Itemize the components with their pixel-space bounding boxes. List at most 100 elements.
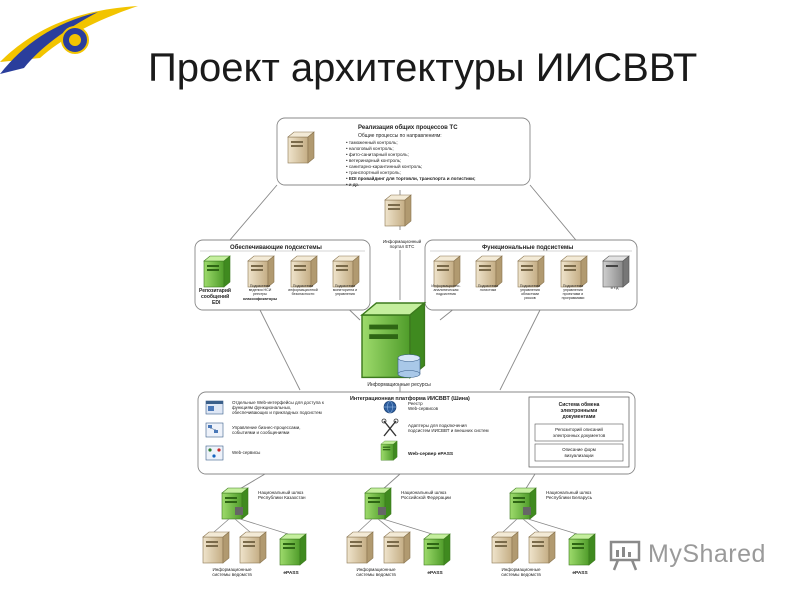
platform-left-item: функциям функциональных, bbox=[232, 405, 291, 410]
gateway-kazakhstan: Национальный шлюз Республики Казахстан И… bbox=[202, 487, 307, 577]
eurasian-union-logo bbox=[0, 6, 138, 74]
repo-label-line: сообщений bbox=[201, 293, 229, 300]
platform-mid-item: Реестр bbox=[408, 401, 423, 406]
gateway-label: Республики Казахстан bbox=[258, 495, 306, 500]
top-box-subheading: Общие процессы по направлениям: bbox=[358, 133, 442, 139]
top-box-item: • EDI провайдинг для торговли, транспорт… bbox=[346, 175, 476, 181]
gateway-systems-label: системы ведомств bbox=[212, 572, 252, 577]
supporting-subsystems-box: Обеспечивающие подсистемы Репозитарий со… bbox=[194, 239, 371, 311]
page-title: Проект архитектуры ИИСВВТ bbox=[148, 46, 698, 90]
exchange-box-label: электронных документов bbox=[553, 433, 606, 438]
right-server-label: областями bbox=[521, 292, 539, 296]
left-server-label: управления bbox=[335, 292, 355, 296]
left-server-label: мониторинга и bbox=[333, 288, 357, 292]
top-box-item: • таможенный контроль; bbox=[346, 139, 398, 145]
top-box-item: • санитарно-карантинный контроль; bbox=[346, 163, 422, 169]
gateway-label: Национальный шлюз bbox=[258, 489, 303, 495]
right-box-heading: Функциональные подсистемы bbox=[482, 245, 573, 251]
exchange-heading: электронными bbox=[561, 408, 598, 414]
exchange-heading: Система обмена bbox=[559, 401, 600, 408]
web-interfaces-icon bbox=[205, 400, 224, 415]
top-box-item: • налоговый контроль; bbox=[346, 145, 394, 151]
left-box-heading: Обеспечивающие подсистемы bbox=[230, 244, 322, 251]
document-exchange-box: Система обмена электронными документами … bbox=[528, 396, 630, 468]
left-server-label: безопасности bbox=[292, 292, 315, 296]
top-box-item: • фито-санитарный контроль; bbox=[346, 151, 409, 157]
gateway-systems-label: системы ведомств bbox=[501, 572, 541, 577]
gateway-systems-label: Информационные bbox=[356, 567, 396, 572]
right-server-label: рисков bbox=[524, 296, 535, 300]
exchange-box-label: визуализации bbox=[565, 453, 594, 458]
gateway-epass-label: ePASS bbox=[283, 570, 299, 576]
exchange-heading: документами bbox=[563, 414, 596, 420]
portal-label-line: Информационный bbox=[383, 238, 422, 244]
platform-mid-item: Адаптеры для подключения bbox=[408, 423, 467, 428]
gateway-systems-label: Информационные bbox=[212, 567, 252, 572]
gateway-label: Республики Беларусь bbox=[546, 495, 593, 500]
platform-left-item: обеспечивающих и прикладных подсистем bbox=[232, 410, 322, 415]
left-server-label: классификаторы bbox=[243, 296, 278, 301]
gateway-epass-label: ePASS bbox=[572, 570, 588, 576]
repo-label-line: Репозитарий bbox=[199, 287, 231, 294]
gateway-epass-label: ePASS bbox=[427, 570, 443, 576]
exchange-box-label: Репозиторий описаний bbox=[555, 426, 603, 432]
right-server-label: проектами и bbox=[563, 292, 584, 296]
platform-mid-item: подсистем ИИСВВТ и внешних систем bbox=[408, 428, 489, 433]
top-box-item: • и др. bbox=[346, 182, 359, 187]
gateway-lock-icon bbox=[235, 507, 243, 515]
integration-platform-box: Интеграционная платформа ИИСВВТ (Шина) О… bbox=[197, 391, 636, 475]
right-server-label: аналитическая bbox=[433, 288, 458, 292]
top-process-box: Реализация общих процессов ТС Общие проц… bbox=[276, 117, 531, 187]
right-server-label: Информационно- bbox=[431, 284, 461, 288]
left-server-label: Подсистема bbox=[293, 284, 313, 288]
watermark-text: MyShared bbox=[648, 540, 766, 568]
gateway-russia: Национальный шлюз Российской Федерации И… bbox=[346, 487, 451, 577]
right-server-label: программами bbox=[562, 296, 585, 300]
exchange-box-label: Описание форм bbox=[562, 447, 596, 452]
gateway-lock-icon bbox=[378, 507, 386, 515]
platform-mid-item: Web-сервер ePASS bbox=[408, 451, 454, 457]
platform-mid-item: Web-сервисов bbox=[408, 406, 439, 411]
gateway-label: Национальный шлюз bbox=[401, 489, 446, 495]
presentation-board-icon bbox=[609, 540, 641, 571]
web-services-icon bbox=[205, 445, 224, 461]
left-server-label: Подсистема bbox=[250, 284, 270, 288]
right-server-label: управления bbox=[563, 288, 583, 292]
right-server-label: Подсистема bbox=[520, 284, 540, 288]
right-server-label: управления bbox=[520, 288, 540, 292]
watermark: MyShared bbox=[608, 538, 768, 574]
platform-left-item: Отдельные Web-интерфейсы для доступа к bbox=[232, 399, 324, 405]
platform-left-item: событиями и сообщениями bbox=[232, 430, 290, 435]
gateway-lock-icon bbox=[523, 507, 531, 515]
registry-globe-icon bbox=[383, 400, 397, 414]
right-server-label: Подсистема bbox=[478, 284, 498, 288]
adapters-tools-icon bbox=[381, 418, 399, 437]
platform-heading: Интеграционная платформа ИИСВВТ (Шина) bbox=[350, 395, 470, 402]
workflow-icon bbox=[205, 422, 224, 438]
left-server-label: Подсистема bbox=[335, 284, 355, 288]
portal-server: Информационный портал ЕТС bbox=[383, 194, 422, 249]
right-server-label: и т.д. bbox=[611, 286, 620, 290]
gateway-systems-label: системы ведомств bbox=[356, 572, 396, 577]
right-server-label: логистики bbox=[480, 288, 496, 292]
database-icon bbox=[397, 354, 421, 378]
top-box-heading: Реализация общих процессов ТС bbox=[358, 124, 458, 131]
right-server-label: подсистема bbox=[436, 292, 456, 296]
information-resources: Информационные ресурсы bbox=[360, 301, 431, 388]
functional-subsystems-box: Функциональные подсистемы Информационно-… bbox=[424, 239, 638, 311]
center-label: Информационные ресурсы bbox=[367, 382, 431, 388]
portal-label-line: портал ЕТС bbox=[390, 244, 415, 249]
platform-left-item: Управление бизнес-процессами, bbox=[232, 425, 301, 430]
right-server-label: Подсистема bbox=[563, 284, 583, 288]
gateway-label: Национальный шлюз bbox=[546, 489, 591, 495]
top-box-item: • ветеринарный контроль; bbox=[346, 157, 401, 163]
left-server-label: информационной bbox=[288, 288, 317, 292]
gateway-label: Российской Федерации bbox=[401, 494, 451, 500]
left-server-label: реестры bbox=[253, 292, 267, 296]
platform-left-item: Web-сервисы bbox=[232, 450, 260, 455]
gateway-systems-label: Информационные bbox=[501, 567, 541, 572]
gateway-belarus: Национальный шлюз Республики Беларусь Ин… bbox=[491, 487, 596, 577]
left-server-label: ведения НСИ bbox=[249, 288, 272, 292]
